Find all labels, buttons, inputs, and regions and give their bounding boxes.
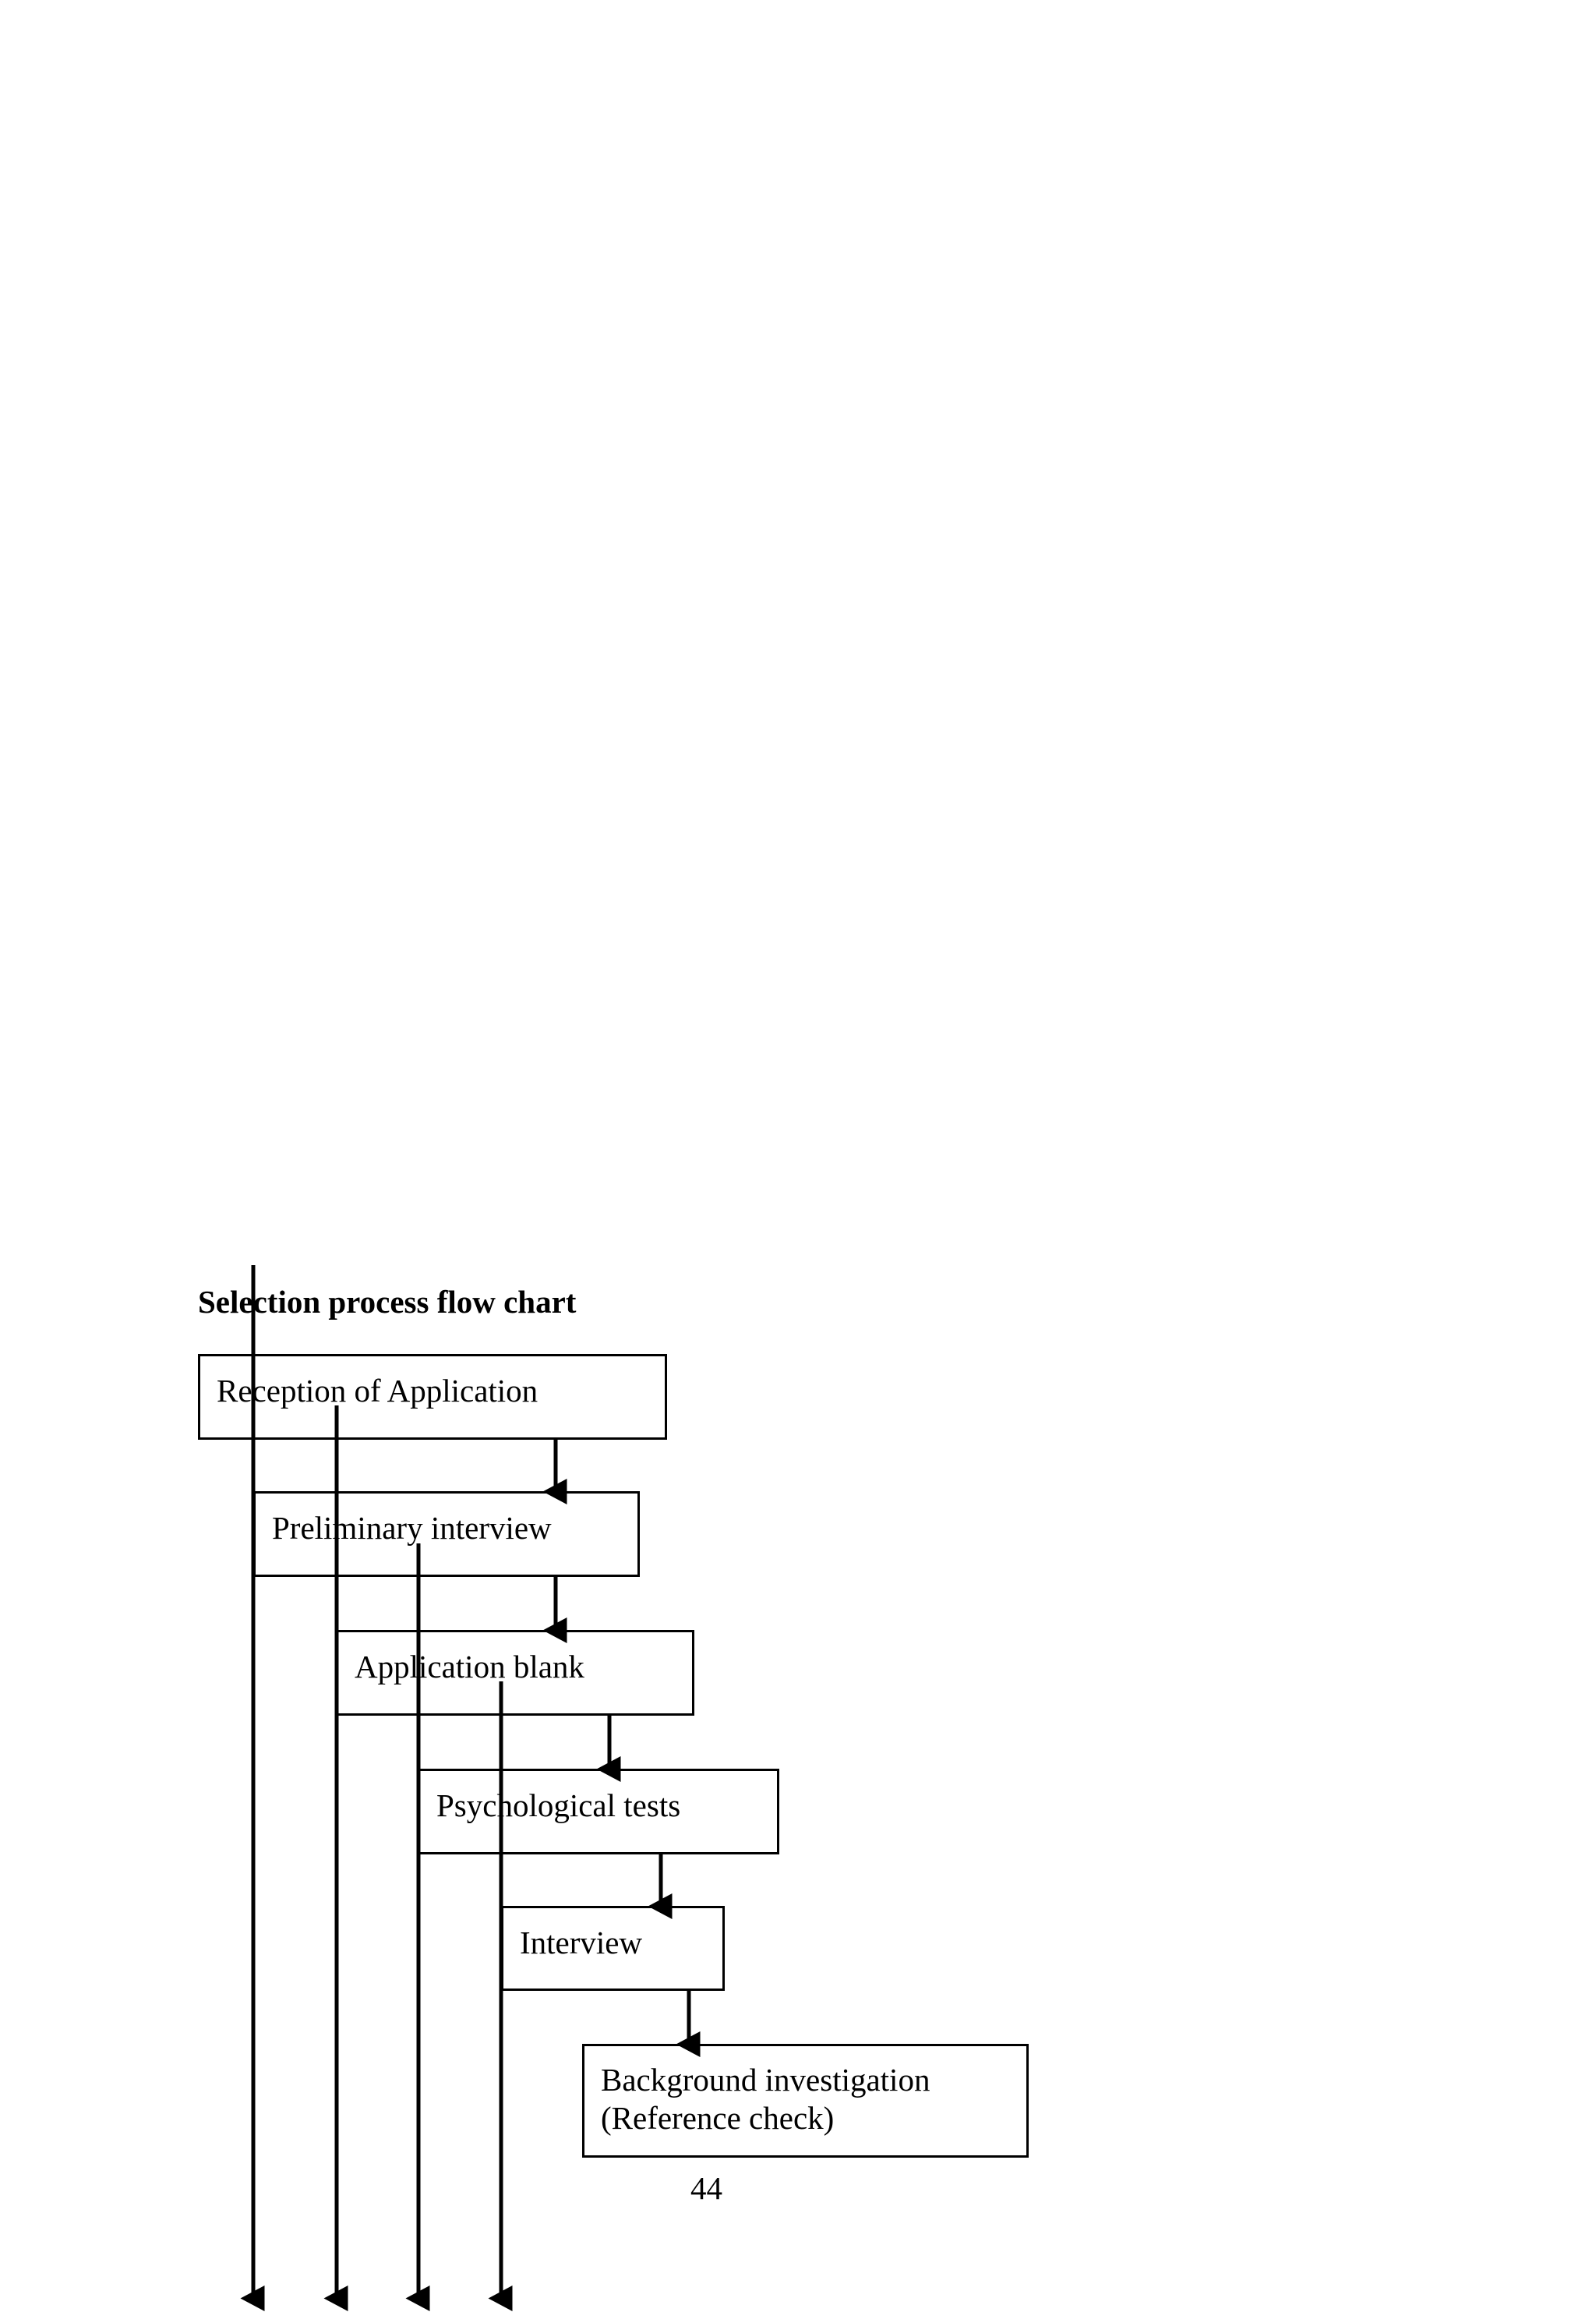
flowchart-node-label-appblank: Application blank <box>355 1649 584 1685</box>
flowchart-node-label-interview: Interview <box>520 1925 643 1960</box>
flowchart-node-background <box>582 2044 1029 2158</box>
flowchart-node-label-psychtests: Psychological tests <box>436 1787 681 1823</box>
flowchart-node-label-background: Background investigation (Reference chec… <box>601 2062 930 2136</box>
page-title: Selection process flow chart <box>198 1284 577 1320</box>
flowchart-node-reception <box>198 1354 667 1440</box>
page-number: 44 <box>690 2170 722 2206</box>
flowchart-node-label-reception: Reception of Application <box>217 1373 538 1409</box>
flowchart-node-label-preliminary: Preliminary interview <box>272 1510 552 1546</box>
